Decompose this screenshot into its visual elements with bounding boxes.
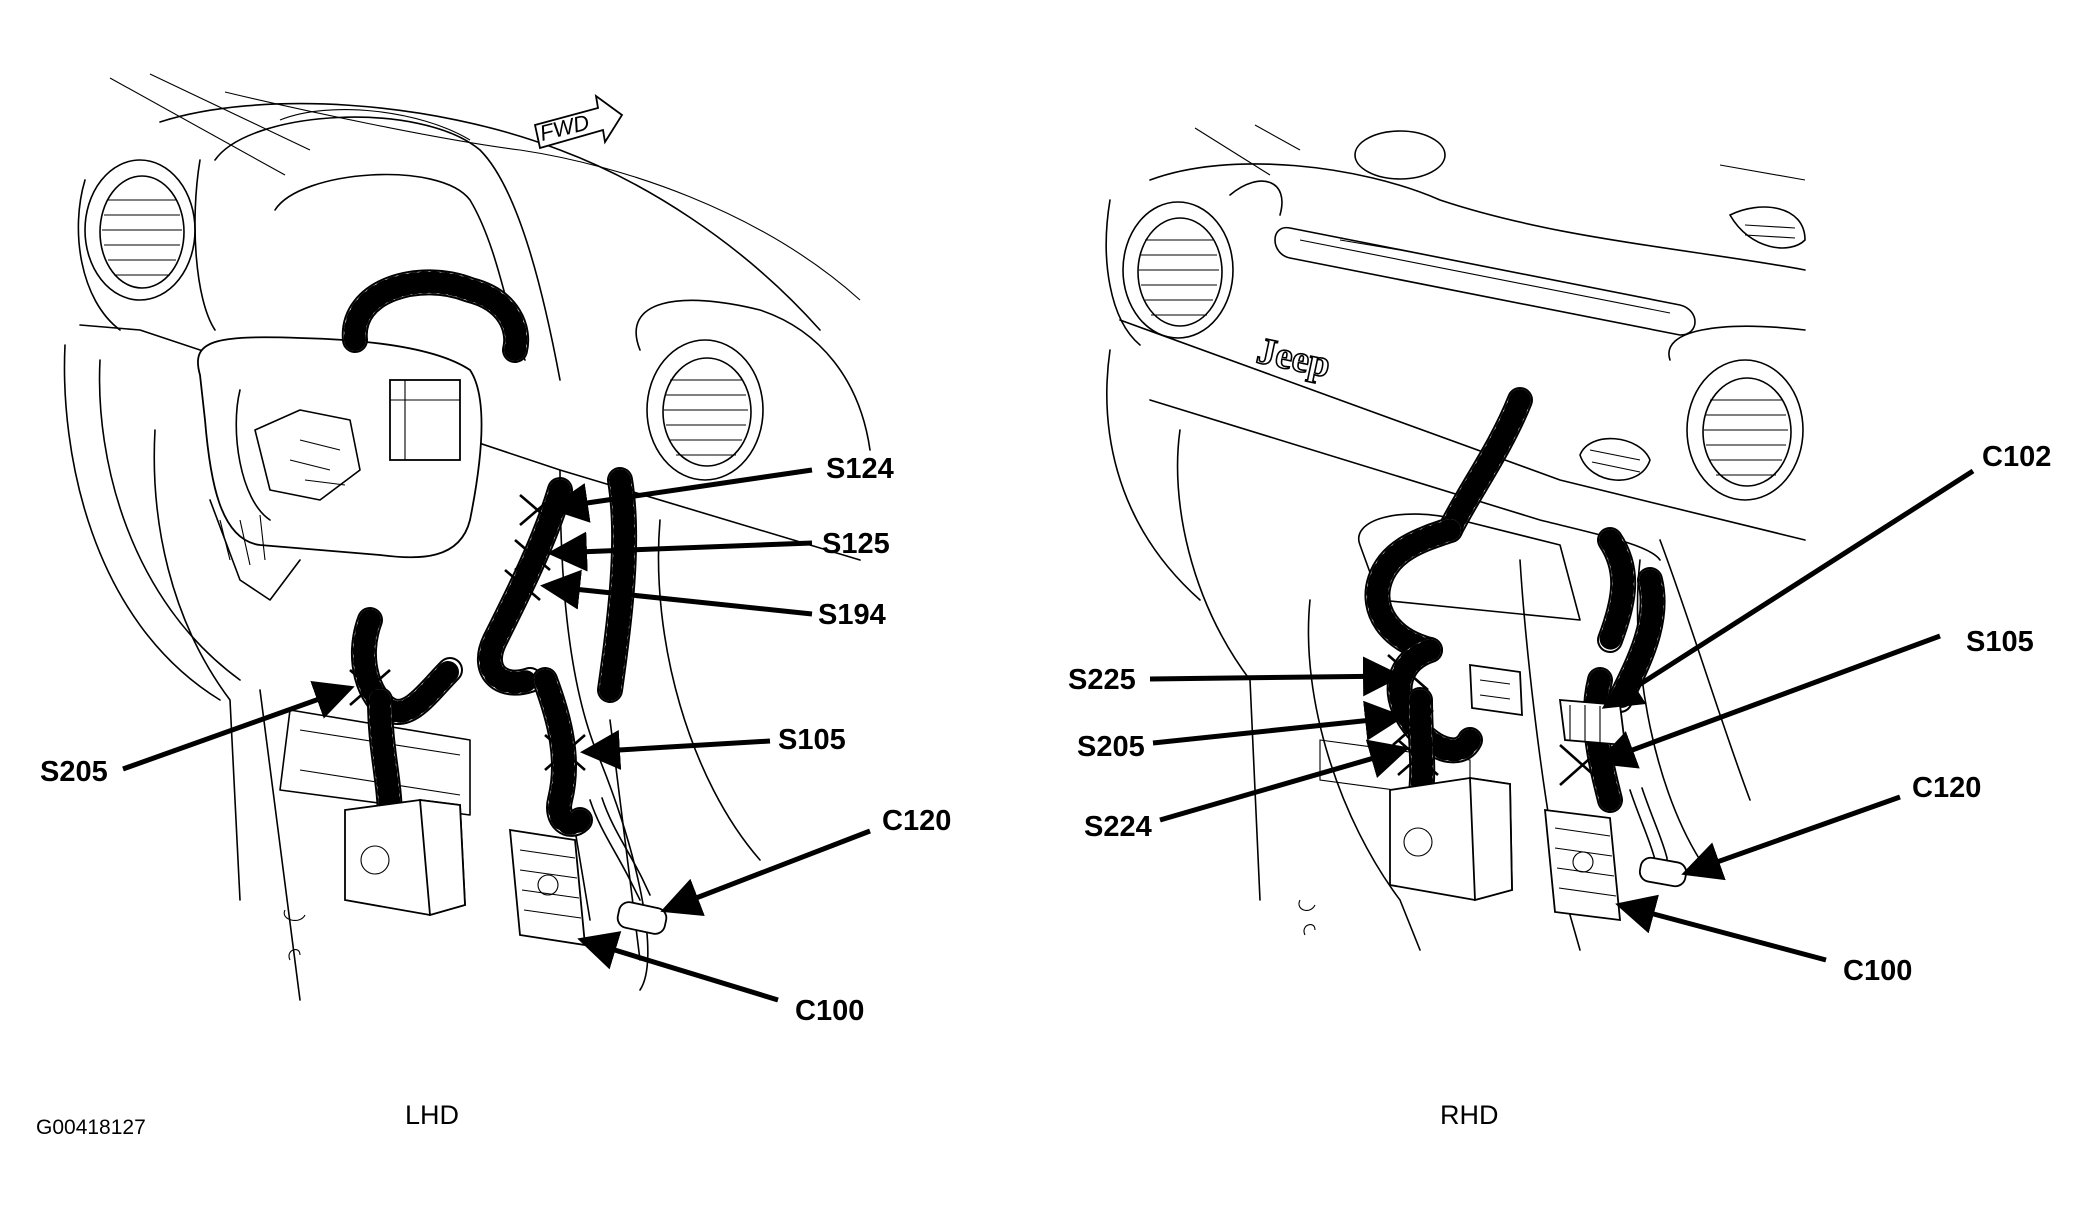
callout-s205-rhd: S205 <box>1077 731 1145 763</box>
caption-rhd: RHD <box>1440 1100 1499 1130</box>
rhd-wire-harness <box>1364 387 1668 869</box>
leader-s205-rhd <box>1152 700 1405 746</box>
splice-x-mark-icon <box>349 669 391 706</box>
leader-s194 <box>540 569 813 617</box>
leader-s205 <box>122 680 355 772</box>
lhd-splice-marks <box>349 494 586 771</box>
rhd-c120-connector <box>1638 856 1688 888</box>
rhd-right-vent <box>1686 359 1804 501</box>
callout-c100-rhd: C100 <box>1843 955 1912 987</box>
splice-x-mark-icon <box>504 569 541 601</box>
fwd-arrow-icon: FWD <box>533 93 624 150</box>
lhd-leaders <box>122 467 871 1003</box>
rhd-left-vent <box>1122 201 1234 339</box>
rhd-callouts: C102 S105 C120 C100 S225 S205 S224 <box>1068 441 2051 987</box>
leader-c100-rhd <box>1615 894 1827 963</box>
callout-s224: S224 <box>1084 811 1152 843</box>
figure-id: G00418127 <box>36 1116 146 1139</box>
splice-x-mark-icon <box>544 734 586 771</box>
lhd-left-vent <box>84 159 196 301</box>
jeep-badge: Jeep <box>1253 330 1334 386</box>
lhd-callouts: S124 S125 S194 S105 C120 C100 S205 <box>40 453 951 1027</box>
leader-c100 <box>577 931 779 1003</box>
lhd-c100-connector <box>508 828 587 947</box>
splice-x-mark-icon <box>514 539 551 571</box>
callout-s205: S205 <box>40 756 108 788</box>
leader-s125 <box>547 531 813 572</box>
lhd-module-box <box>344 798 466 917</box>
leader-s124 <box>548 467 813 523</box>
lhd-dash-illustration: FWD <box>63 73 871 1001</box>
leader-s225 <box>1149 656 1403 697</box>
leader-c120-rhd <box>1681 794 1901 881</box>
rhd-c100-connector <box>1543 808 1622 922</box>
fwd-label: FWD <box>537 109 592 145</box>
rhd-small-connector <box>1469 663 1523 717</box>
callout-s124: S124 <box>826 453 894 485</box>
caption-lhd: LHD <box>405 1100 459 1130</box>
callout-s105: S105 <box>778 724 846 756</box>
callout-c120: C120 <box>882 805 951 837</box>
callout-c120-rhd: C120 <box>1912 772 1981 804</box>
leader-c102 <box>1601 468 1975 709</box>
rhd-module-box <box>1389 776 1513 902</box>
leader-s224 <box>1159 739 1410 823</box>
callout-c100: C100 <box>795 995 864 1027</box>
lhd-c120-connector <box>616 901 668 935</box>
callout-s125: S125 <box>822 528 890 560</box>
rhd-c102-connector <box>1558 699 1627 746</box>
callout-s105-rhd: S105 <box>1966 626 2034 658</box>
lhd-center-vent <box>646 339 764 481</box>
lhd-steering-column <box>197 336 483 559</box>
callout-c102: C102 <box>1982 441 2051 473</box>
leader-s105-rhd <box>1595 633 1941 769</box>
rhd-leaders <box>1149 468 1975 963</box>
callout-s194: S194 <box>818 599 886 631</box>
leader-s105 <box>580 729 771 770</box>
callout-s225: S225 <box>1068 664 1136 696</box>
rhd-dash-illustration: Jeep <box>1105 124 1806 951</box>
leader-c120 <box>660 828 871 917</box>
